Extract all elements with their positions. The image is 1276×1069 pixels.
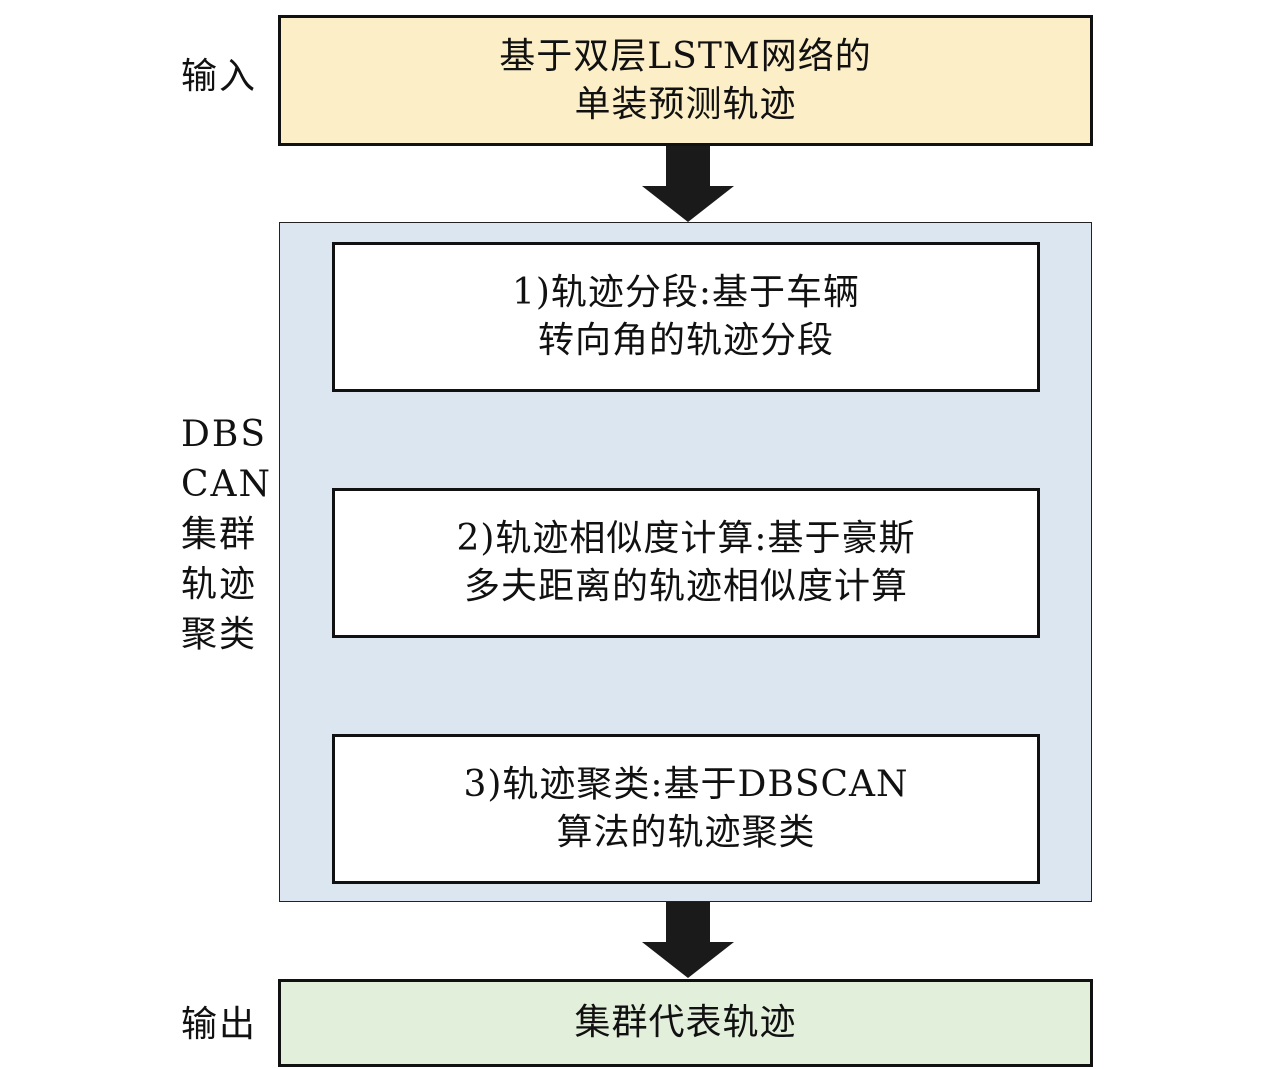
step3-node-line-1: 3)轨迹聚类:基于DBSCAN	[463, 764, 909, 805]
step2-node-line-1: 2)轨迹相似度计算:基于豪斯	[456, 518, 916, 559]
step2-node: 2)轨迹相似度计算:基于豪斯 多夫距离的轨迹相似度计算	[332, 488, 1040, 638]
label-cluster-line-1: DBS	[181, 414, 267, 455]
label-cluster: DBS CAN 集群 轨迹 聚类	[181, 410, 281, 660]
label-cluster-line-2: CAN	[181, 464, 273, 505]
step3-node-line-2: 算法的轨迹聚类	[556, 812, 816, 853]
output-node: 集群代表轨迹	[278, 979, 1093, 1067]
input-node-line-2: 单装预测轨迹	[574, 83, 797, 125]
step2-node-line-2: 多夫距离的轨迹相似度计算	[463, 566, 908, 607]
output-node-line-1: 集群代表轨迹	[574, 1002, 797, 1043]
big-arrow-cluster-to-output	[642, 902, 734, 978]
step1-node-line-2: 转向角的轨迹分段	[537, 320, 834, 361]
label-output: 输出	[181, 1004, 258, 1045]
input-node-line-1: 基于双层LSTM网络的	[499, 35, 872, 77]
input-node: 基于双层LSTM网络的 单装预测轨迹	[278, 15, 1093, 146]
label-cluster-line-3: 集群	[181, 514, 258, 555]
label-cluster-line-5: 聚类	[181, 614, 258, 655]
step1-node-line-1: 1)轨迹分段:基于车辆	[511, 272, 861, 313]
label-cluster-line-4: 轨迹	[181, 564, 258, 605]
step3-node: 3)轨迹聚类:基于DBSCAN 算法的轨迹聚类	[332, 734, 1040, 884]
label-input: 输入	[181, 56, 258, 97]
step1-node: 1)轨迹分段:基于车辆 转向角的轨迹分段	[332, 242, 1040, 392]
big-arrow-input-to-cluster	[642, 144, 734, 222]
